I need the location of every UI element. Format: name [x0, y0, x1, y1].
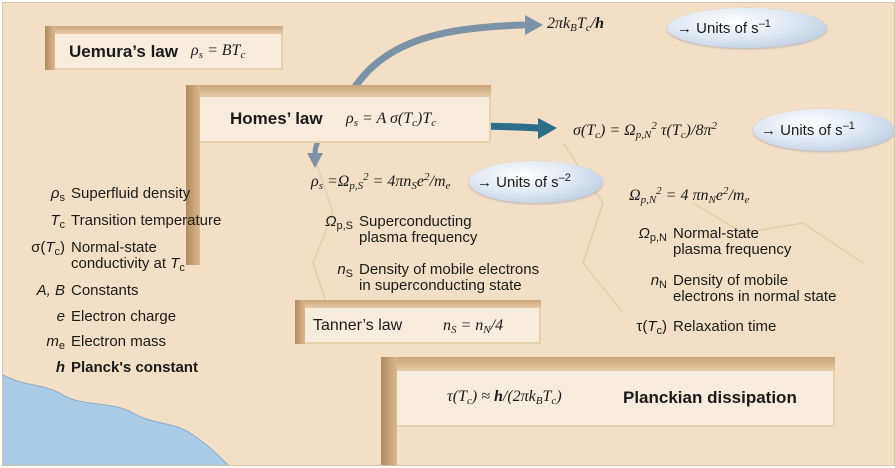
def-symbol: nS	[337, 261, 353, 280]
superfluid-eq: ρs =Ωp,S2 = 4πnSe2/me	[311, 171, 451, 192]
border-line	[312, 152, 334, 324]
block-tanner-side	[295, 300, 305, 344]
coastline	[3, 374, 229, 465]
def-symbol: Ωp,S	[325, 213, 353, 232]
def-text: Electron mass	[71, 333, 167, 350]
planckian-eq: τ(Tc) ≈ h/(2πkBTc)	[447, 388, 562, 407]
units-label-2: → Units of s–1	[761, 120, 855, 139]
planck-rate-eq: 2πkBTc/h	[547, 15, 605, 34]
block-planckian: τ(Tc) ≈ h/(2πkBTc) Planckian dissipation	[397, 371, 835, 427]
arrowhead	[525, 15, 543, 35]
homes-law-name: Homes’ law	[230, 109, 323, 128]
tanner-law-eq: nS = nN/4	[443, 317, 504, 336]
border-line	[692, 202, 864, 264]
units-bubble-2: → Units of s–1	[753, 109, 894, 151]
uemura-law-name: Uemura’s law	[69, 42, 178, 61]
def-text: Transition temperature	[71, 212, 222, 229]
units-label-3: → Units of s–2	[477, 172, 571, 191]
def-text: Constants	[71, 282, 139, 299]
planckian-name: Planckian dissipation	[623, 388, 797, 407]
def-text: Planck's constant	[71, 359, 198, 376]
uemura-law-eq: ρs = BTc	[191, 42, 246, 61]
tanner-law-name: Tanner’s law	[313, 317, 403, 334]
block-uemura-top	[45, 26, 283, 34]
def-symbol: nN	[650, 272, 667, 291]
homes-law-eq: ρs = A σ(Tc)Tc	[346, 110, 437, 129]
def-symbol: h	[55, 359, 65, 376]
def-symbol: ρs	[50, 185, 65, 204]
def-text: Electron charge	[71, 308, 177, 325]
block-uemura: Uemura’s law ρs = BTc	[55, 34, 283, 70]
block-uemura-side	[45, 26, 55, 70]
def-symbol: me	[46, 333, 65, 352]
arrowhead	[307, 153, 323, 168]
def-symbol: Tc	[50, 212, 65, 231]
block-planckian-side	[381, 357, 397, 465]
normal-plasma-eq: Ωp,N2 = 4 πnNe2/me	[629, 185, 750, 206]
block-homes-top	[186, 85, 491, 97]
def-symbol: τ(Tc)	[636, 318, 667, 337]
left-definitions: ρs Superfluid density Tc Transition temp…	[3, 185, 283, 385]
conductivity-eq: σ(Tc) = Ωp,N2 τ(Tc)/8π2	[573, 120, 717, 141]
def-text: Superfluid density	[71, 185, 191, 202]
ocean-region	[3, 375, 228, 465]
block-tanner-top	[295, 300, 541, 308]
block-homes: Homes’ law ρs = A σ(Tc)Tc	[200, 97, 491, 143]
def-symbol: Ωp,N	[638, 225, 667, 244]
block-tanner: Tanner’s law nS = nN/4	[305, 308, 541, 344]
def-symbol: σ(Tc)	[31, 239, 65, 258]
units-bubble-3: → Units of s–2	[469, 161, 603, 203]
def-symbol: e	[56, 308, 65, 325]
units-bubble-1: → Units of s–1	[667, 8, 827, 48]
block-planckian-top	[381, 357, 835, 371]
arrowhead	[538, 118, 557, 139]
def-text: Relaxation time	[673, 318, 777, 335]
block-homes-side	[186, 85, 200, 265]
def-symbol: A, B	[36, 282, 65, 299]
units-label-1: → Units of s–1	[677, 18, 771, 37]
